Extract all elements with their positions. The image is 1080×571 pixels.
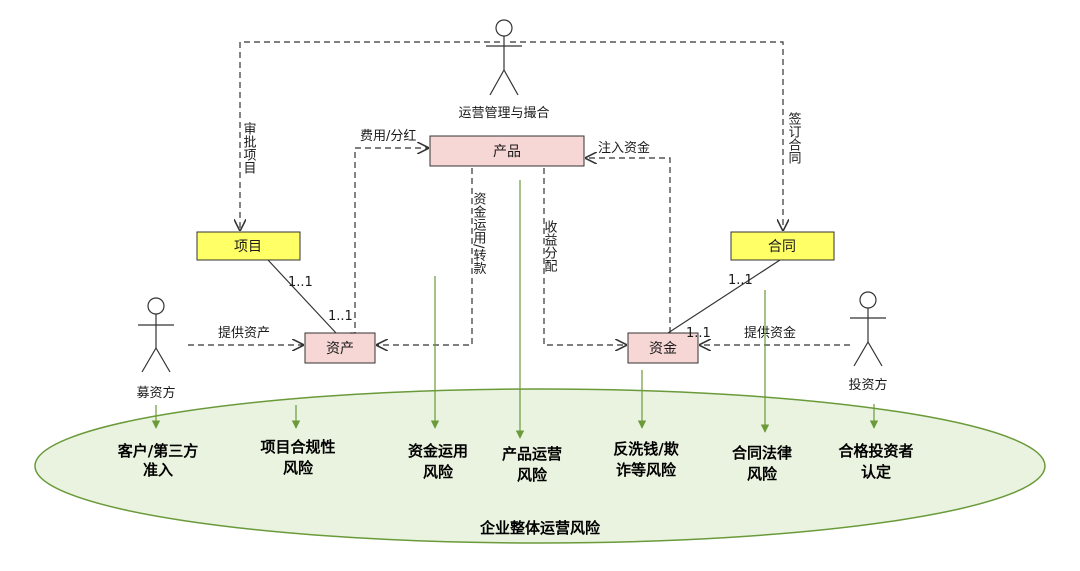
mult-project: 1..1 bbox=[288, 275, 313, 290]
fee-dividend-connector bbox=[350, 148, 428, 334]
contract-fund-association bbox=[667, 259, 781, 334]
svg-text:合同法律: 合同法律 bbox=[731, 444, 792, 462]
project-box-label: 项目 bbox=[234, 239, 262, 255]
product-box[interactable] bbox=[429, 135, 585, 167]
svg-text:审批项目: 审批项目 bbox=[241, 122, 257, 174]
risk-contract: 合同法律 风险 bbox=[731, 444, 792, 483]
svg-text:风险: 风险 bbox=[747, 465, 778, 483]
approve-project-connector bbox=[240, 41, 500, 230]
mult-contract: 1..1 bbox=[728, 273, 753, 288]
project-asset-association bbox=[267, 259, 337, 334]
risk-fund-use: 资金运用 风险 bbox=[408, 442, 468, 481]
asset-box-label: 资产 bbox=[326, 341, 354, 357]
svg-text:准入: 准入 bbox=[143, 461, 173, 479]
approve-label: 审批项目 bbox=[241, 122, 257, 174]
svg-text:诈等风险: 诈等风险 bbox=[616, 461, 677, 479]
svg-text:风险: 风险 bbox=[283, 459, 314, 477]
fund-box-label: 资金 bbox=[649, 341, 677, 357]
svg-text:风险: 风险 bbox=[517, 466, 548, 484]
asset-box[interactable] bbox=[304, 332, 376, 364]
risk-aml: 反洗钱/欺 诈等风险 bbox=[613, 440, 678, 479]
svg-text:产品运营: 产品运营 bbox=[502, 445, 562, 463]
svg-text:认定: 认定 bbox=[861, 463, 891, 481]
fund-use-connector bbox=[377, 168, 473, 345]
investor-actor-label: 投资方 bbox=[848, 377, 887, 393]
operations-actor-icon bbox=[486, 19, 522, 96]
svg-text:签订合同: 签订合同 bbox=[786, 111, 802, 164]
inject-funds-label: 注入资金 bbox=[598, 140, 650, 156]
svg-text:资金运用: 资金运用 bbox=[408, 442, 468, 460]
svg-text:合格投资者: 合格投资者 bbox=[837, 442, 913, 460]
income-label: 收益分配 bbox=[542, 220, 558, 272]
project-box[interactable] bbox=[196, 231, 301, 261]
fundraiser-actor-icon bbox=[138, 297, 174, 373]
svg-text:反洗钱/欺: 反洗钱/欺 bbox=[613, 440, 678, 458]
provide-asset-label: 提供资产 bbox=[218, 325, 270, 341]
contract-box[interactable] bbox=[730, 231, 835, 261]
income-connector bbox=[543, 168, 626, 345]
investor-actor-icon bbox=[850, 291, 886, 367]
fee-dividend-label: 费用/分红 bbox=[360, 128, 416, 144]
fundraiser-actor-label: 募资方 bbox=[136, 385, 175, 401]
risk-investor: 合格投资者 认定 bbox=[837, 442, 913, 481]
sign-contract-connector bbox=[510, 41, 783, 230]
risk-project: 项目合规性 风险 bbox=[260, 438, 335, 477]
risk-product: 产品运营 风险 bbox=[502, 445, 562, 484]
svg-text:风险: 风险 bbox=[423, 463, 454, 481]
mult-asset: 1..1 bbox=[328, 309, 353, 324]
provide-fund-label: 提供资金 bbox=[744, 325, 796, 341]
overall-risk-ellipse bbox=[34, 388, 1046, 544]
fund-box[interactable] bbox=[627, 332, 699, 364]
overall-risk-label: 企业整体运营风险 bbox=[479, 519, 601, 537]
risk-customer: 客户/第三方 准入 bbox=[117, 442, 198, 479]
product-box-label: 产品 bbox=[493, 144, 521, 160]
contract-box-label: 合同 bbox=[768, 239, 796, 255]
svg-text:客户/第三方: 客户/第三方 bbox=[117, 442, 198, 460]
inject-funds-connector bbox=[586, 158, 671, 333]
sign-label: 签订合同 bbox=[786, 111, 802, 164]
svg-text:项目合规性: 项目合规性 bbox=[260, 438, 335, 456]
mult-fund: 1..1 bbox=[686, 326, 711, 341]
fund-use-label: 资金运用/转款 bbox=[471, 192, 487, 275]
operations-actor-label: 运营管理与撮合 bbox=[458, 105, 549, 121]
